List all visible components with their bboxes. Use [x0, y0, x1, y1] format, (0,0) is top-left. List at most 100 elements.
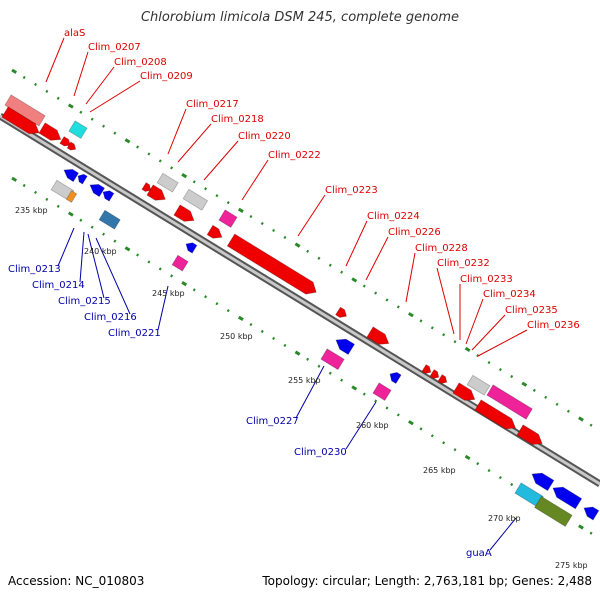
label-clim-0227: Clim_0227 — [246, 416, 299, 427]
tick-dash — [396, 413, 400, 417]
tick-dash — [34, 190, 38, 195]
tick-dash — [351, 277, 358, 283]
gene-red-3 — [59, 136, 72, 147]
tick-dash — [453, 448, 457, 452]
tick-dash — [442, 333, 446, 337]
tick-dash — [237, 315, 244, 321]
tick-dash — [442, 441, 446, 445]
gene-red-4 — [66, 141, 77, 151]
tick-dash — [328, 263, 332, 267]
gene-blue-7 — [389, 371, 402, 385]
callout-clim-0235 — [471, 314, 506, 351]
label-clim-0217: Clim_0217 — [186, 99, 239, 110]
gene-red-7 — [173, 204, 195, 222]
tick-dash — [306, 357, 310, 361]
tick-dash — [487, 360, 491, 365]
gene-cyan-1 — [68, 120, 88, 139]
kbp-label-245: 245 kbp — [152, 289, 185, 298]
tick-dash — [578, 416, 584, 422]
tick-dash — [408, 312, 414, 318]
callout-clim-0226 — [365, 236, 389, 281]
label-guaA: guaA — [466, 548, 492, 559]
callout-clim-0215 — [87, 233, 105, 299]
tick-dash — [192, 180, 196, 184]
callout-lines — [45, 37, 528, 551]
callout-alaS — [45, 37, 65, 83]
tick-dash — [67, 103, 74, 109]
tick-dash — [90, 117, 94, 121]
tick-dash — [566, 409, 570, 413]
gene-blue-8 — [531, 472, 555, 492]
gene-red-10 — [366, 326, 390, 345]
label-clim-0232: Clim_0232 — [437, 258, 490, 269]
kbp-label-260: 260 kbp — [356, 421, 389, 430]
tick-dash — [170, 274, 174, 278]
tick-dash — [237, 207, 244, 213]
label-clim-0209: Clim_0209 — [140, 71, 193, 82]
tick-dash — [521, 381, 528, 387]
tick-dash — [272, 336, 276, 341]
tick-dash — [226, 201, 230, 205]
tick-dash — [79, 110, 83, 114]
tick-dash — [260, 329, 264, 334]
tick-dash — [589, 531, 593, 535]
gene-blue-3 — [89, 183, 106, 198]
tick-dash — [11, 68, 18, 74]
tick-dash — [204, 295, 208, 299]
tick-dash — [215, 194, 219, 198]
gene-red-16 — [516, 424, 543, 445]
tick-dash — [56, 204, 60, 208]
label-clim-0221: Clim_0221 — [108, 328, 161, 339]
gene-grey-2 — [182, 188, 209, 211]
callout-clim-0221 — [157, 285, 169, 331]
tick-dash — [430, 326, 434, 330]
tick-dash — [351, 385, 358, 391]
tick-dash — [408, 420, 414, 426]
gene-steelblue-1 — [98, 209, 121, 230]
tick-dash — [90, 225, 94, 229]
gene-pink-1 — [218, 209, 238, 228]
label-clim-0215: Clim_0215 — [58, 296, 111, 307]
tick-dash — [79, 218, 83, 222]
label-clim-0207: Clim_0207 — [88, 42, 141, 53]
callout-clim-0222 — [241, 159, 269, 201]
callout-clim-0208 — [85, 66, 115, 105]
tick-dash — [67, 211, 74, 217]
tick-dash — [124, 138, 131, 144]
label-clim-0230: Clim_0230 — [294, 447, 347, 458]
tick-dash — [555, 402, 559, 406]
tick-dash — [362, 284, 366, 288]
label-clim-0222: Clim_0222 — [268, 150, 321, 161]
tick-dash — [487, 468, 491, 473]
tick-dash — [136, 253, 140, 257]
tick-dash — [113, 131, 117, 135]
gene-red-8 — [206, 224, 223, 239]
tick-dash — [306, 249, 310, 253]
kbp-label-255: 255 kbp — [288, 376, 321, 385]
callout-clim-0209 — [89, 80, 141, 113]
tick-dash — [158, 159, 162, 163]
tick-dash — [532, 388, 536, 392]
gene-blue-4 — [102, 190, 115, 202]
gene-red-14 — [452, 382, 476, 401]
tick-dash — [498, 475, 502, 480]
label-clim-0236: Clim_0236 — [527, 320, 580, 331]
kbp-label-265: 265 kbp — [423, 466, 456, 475]
callout-clim-0224 — [345, 220, 368, 267]
tick-dash — [294, 350, 301, 356]
kbp-tick-labels: 235 kbp 240 kbp 245 kbp 250 kbp 255 kbp … — [15, 206, 588, 570]
tick-dash — [328, 371, 332, 375]
callout-clim-0216 — [95, 237, 131, 315]
callout-guaA — [489, 517, 517, 551]
gene-red-5 — [141, 182, 152, 192]
label-clim-0228: Clim_0228 — [415, 243, 468, 254]
callout-clim-0217 — [167, 108, 187, 155]
callout-clim-0214 — [79, 231, 85, 283]
callout-clim-0220 — [203, 140, 239, 181]
gene-blue-6 — [335, 338, 356, 356]
tick-dash — [158, 267, 162, 271]
tick-dash — [419, 427, 423, 431]
gene-red-15 — [474, 399, 517, 430]
tick-dash — [419, 319, 423, 323]
